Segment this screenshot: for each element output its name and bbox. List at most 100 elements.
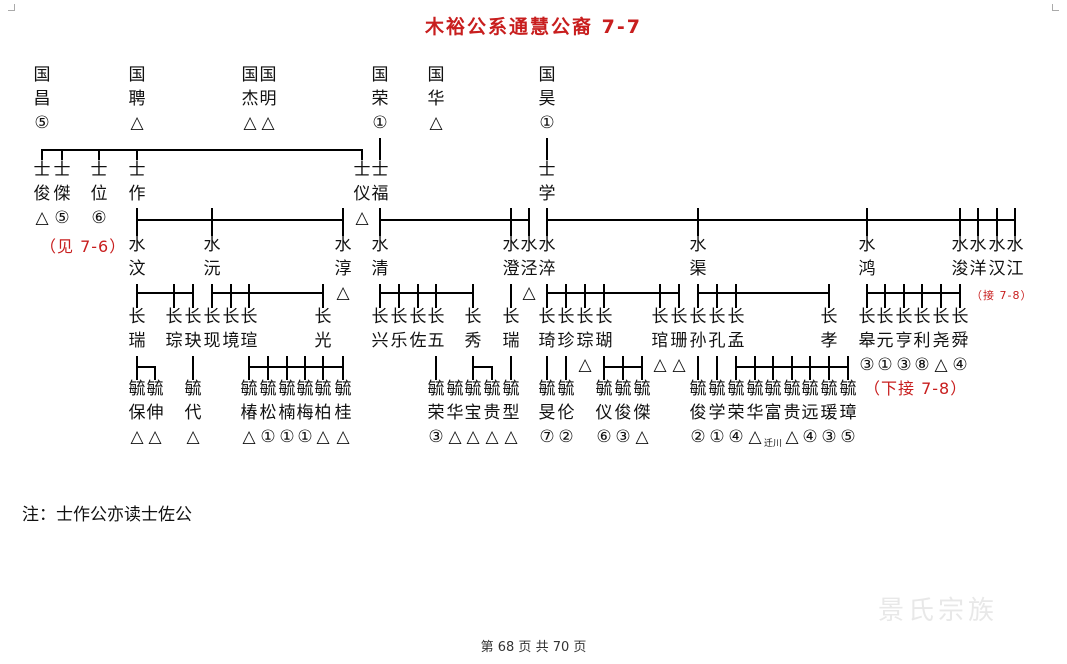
reference-7-8-lower: （下接 7-8）	[864, 379, 968, 398]
tree-line	[603, 356, 605, 380]
tree-line	[959, 284, 961, 308]
gen-yu-person-char: △	[148, 427, 162, 447]
chang-mark: △	[672, 355, 686, 375]
tree-line	[1014, 208, 1016, 236]
gen-yu-person-char: ④	[728, 427, 744, 447]
gen-chang-person-char: 珊	[670, 331, 688, 351]
tree-line	[697, 284, 699, 308]
gen-shui-person-char: 水	[969, 235, 987, 255]
gen-guo-person-char: 国	[371, 65, 389, 85]
gen-chang-person-char: 琮	[165, 331, 183, 351]
chang-mark: ③	[859, 355, 875, 375]
gen-shui-person-char: 水	[502, 235, 520, 255]
gen-guo-person-char: 华	[427, 89, 445, 109]
gen-yu-person-char: 伦	[557, 403, 575, 423]
gen-shui-person-char: 淳	[334, 259, 352, 279]
gen-shui-person-char: 水	[858, 235, 876, 255]
gen-shi-person-char: △	[35, 208, 49, 228]
gen-guo-person-char: 荣	[371, 89, 389, 109]
tree-line	[866, 208, 868, 236]
tree-line	[380, 292, 474, 294]
gen-chang-person-char: 长	[689, 307, 707, 327]
tree-line	[192, 356, 194, 380]
gen-yu-person-char: 型	[502, 403, 520, 423]
tree-line	[735, 356, 737, 380]
gen-guo-person-char: ⑤	[34, 113, 50, 133]
gen-shui-person-char: △	[336, 283, 350, 303]
gen-shi-person-char: 仪	[353, 184, 371, 204]
tree-line	[697, 356, 699, 380]
gen-chang-person-char: 光	[314, 331, 332, 351]
chang-mark: ⑧	[914, 355, 930, 375]
tree-line	[546, 138, 548, 160]
gen-yu-person-char: 毓	[446, 379, 464, 399]
tree-line	[248, 356, 250, 380]
tree-line	[230, 284, 232, 308]
gen-shui-person-char: 水	[334, 235, 352, 255]
tree-line	[304, 356, 306, 380]
tree-line	[154, 366, 156, 380]
gen-shui-person-char: 水	[203, 235, 221, 255]
gen-shui-person-char: 浚	[951, 259, 969, 279]
gen-chang-person-char: 珍	[557, 331, 575, 351]
gen-chang-person-char: 亨	[895, 331, 913, 351]
gen-yu-person-char: △	[448, 427, 462, 447]
tree-line	[472, 356, 474, 380]
gen-shi-person-char: 傑	[53, 184, 71, 204]
gen-chang-person-char: 瑚	[595, 331, 613, 351]
gen-shi-person-char: 士	[128, 160, 146, 180]
gen-yu-person-char: 代	[184, 403, 202, 423]
gen-shui-person-char: 渠	[689, 259, 707, 279]
chang-mark: △	[578, 355, 592, 375]
gen-yu-person-char: ③	[428, 427, 444, 447]
gen-yu-person-char: 毓	[708, 379, 726, 399]
gen-guo-person-char: △	[243, 113, 257, 133]
gen-chang-person-char: 孙	[689, 331, 707, 351]
gen-guo-person-char: 国	[538, 65, 556, 85]
tree-line	[322, 284, 324, 308]
tree-line	[379, 138, 381, 160]
tree-line	[641, 356, 643, 380]
gen-chang-person-char: 长	[128, 307, 146, 327]
tree-line	[510, 356, 512, 380]
gen-yu-person-char: 荣	[427, 403, 445, 423]
gen-shui-person-char: 汶	[128, 259, 146, 279]
gen-chang-person-char: 长	[820, 307, 838, 327]
gen-yu-person-char: 瑗	[820, 403, 838, 423]
gen-chang-person-char: 长	[165, 307, 183, 327]
tree-line	[379, 284, 381, 308]
gen-shui-person-char: 淬	[538, 259, 556, 279]
tree-line	[921, 284, 923, 308]
gen-yu-person-char: 毓	[502, 379, 520, 399]
gen-chang-person-char: 长	[876, 307, 894, 327]
tree-line	[473, 366, 493, 368]
tree-line	[547, 292, 680, 294]
gen-yu-person-char: ③	[821, 427, 837, 447]
gen-yu-person-char: 毓	[820, 379, 838, 399]
tree-line	[546, 208, 548, 236]
tree-line	[884, 284, 886, 308]
tree-line	[754, 356, 756, 380]
gen-yu-person-char: 毓	[296, 379, 314, 399]
tree-line	[98, 149, 100, 160]
gen-chang-person-char: 玦	[184, 331, 202, 351]
gen-chang-person-char: 瑞	[502, 331, 520, 351]
gen-chang-person-char: 元	[876, 331, 894, 351]
tree-line	[379, 208, 381, 236]
tree-line	[828, 356, 830, 380]
gen-chang-person-char: 尧	[932, 331, 950, 351]
tree-line	[398, 284, 400, 308]
gen-shui-person-char: 水	[689, 235, 707, 255]
gen-yu-person-char: 毓	[427, 379, 445, 399]
footnote: 注：士作公亦读士佐公	[22, 505, 192, 525]
gen-chang-person-char: 长	[895, 307, 913, 327]
gen-yu-person-char: △	[316, 427, 330, 447]
gen-guo-person-char: 国	[128, 65, 146, 85]
tree-line	[772, 356, 774, 380]
gen-shui-person-char: 沅	[203, 259, 221, 279]
gen-chang-person-char: 长	[651, 307, 669, 327]
gen-yu-person-char: 傑	[633, 403, 651, 423]
gen-yu-person-char: 毓	[240, 379, 258, 399]
gen-yu-person-char: 远	[801, 403, 819, 423]
tree-line	[136, 356, 138, 380]
